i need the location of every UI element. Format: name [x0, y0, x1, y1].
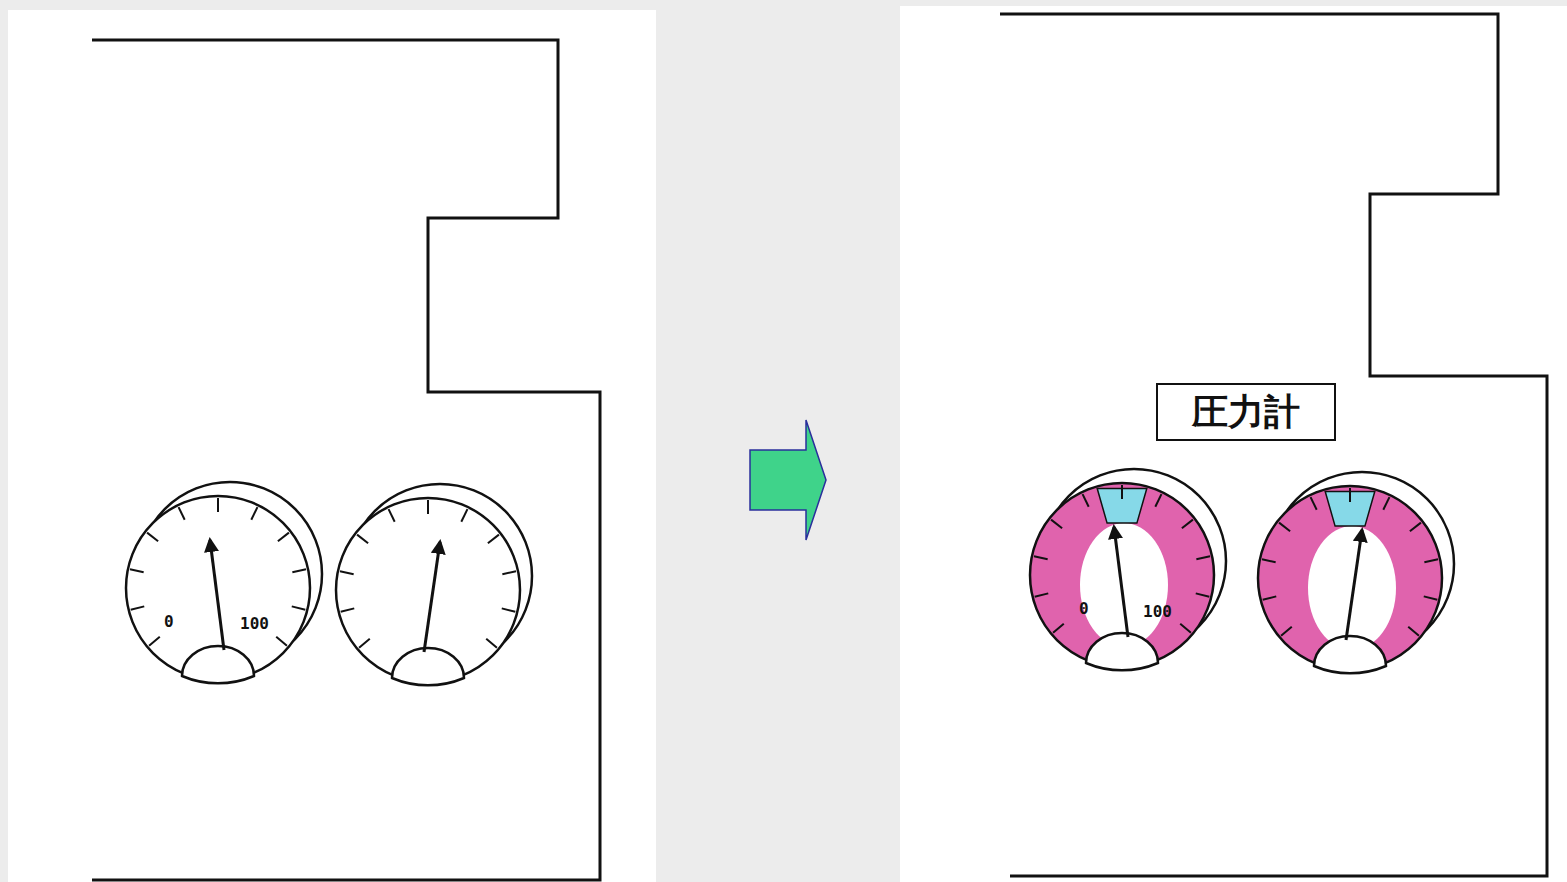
gauge-hub	[1086, 633, 1158, 670]
gauge-hub	[392, 648, 464, 685]
tick-mark	[147, 533, 158, 542]
panel-after	[900, 6, 1567, 882]
tick-mark	[1196, 556, 1210, 559]
tick-mark	[1035, 593, 1049, 596]
scale-number: 0	[1079, 601, 1089, 617]
tick-mark	[1182, 520, 1193, 529]
pressure-gauge	[126, 482, 322, 683]
tick-mark	[488, 535, 499, 544]
gauge-needle	[1346, 530, 1362, 640]
tick-mark	[1053, 624, 1064, 633]
transition-arrow	[750, 420, 826, 540]
panel-before	[8, 10, 656, 882]
scale-number: 100	[1143, 604, 1172, 620]
tick-mark	[389, 509, 395, 522]
scale-number: 0	[164, 614, 174, 630]
tick-mark	[131, 606, 145, 609]
scale-number: 100	[240, 616, 269, 632]
label-text: 圧力計	[1192, 388, 1300, 437]
tick-mark	[1180, 624, 1191, 633]
tick-mark	[1155, 494, 1161, 507]
tick-mark	[357, 535, 368, 544]
tick-mark	[1349, 488, 1351, 502]
gauge-center	[1080, 523, 1168, 647]
tick-mark	[292, 606, 306, 609]
tick-mark	[1121, 485, 1123, 499]
tick-mark	[1279, 523, 1290, 532]
gauge-needle	[424, 542, 440, 652]
gauge-hub	[182, 646, 254, 683]
tick-mark	[1383, 497, 1389, 510]
tick-mark	[1311, 497, 1317, 510]
tick-mark	[1410, 523, 1421, 532]
tick-mark	[1263, 596, 1277, 599]
gauge-needle	[1114, 527, 1128, 637]
tick-mark	[502, 571, 516, 574]
tick-mark	[276, 637, 287, 646]
tick-mark	[1408, 627, 1419, 636]
tick-mark	[1196, 593, 1210, 596]
panel-outline	[92, 40, 600, 880]
tick-mark	[340, 571, 354, 574]
tick-mark	[461, 509, 467, 522]
tick-mark	[359, 639, 370, 648]
tick-mark	[179, 507, 185, 520]
tick-mark	[1083, 494, 1089, 507]
gauge-needle	[210, 540, 224, 650]
tick-mark	[341, 608, 355, 611]
tick-mark	[292, 569, 306, 572]
pressure-gauge	[1258, 472, 1454, 673]
tick-mark	[217, 498, 219, 512]
pressure-gauge	[1030, 469, 1226, 670]
tick-mark	[427, 500, 429, 514]
tick-mark	[1281, 627, 1292, 636]
tick-mark	[251, 507, 257, 520]
gauge-center	[1308, 526, 1396, 650]
label-box: 圧力計	[1156, 383, 1336, 441]
tick-mark	[130, 569, 144, 572]
tick-mark	[502, 608, 516, 611]
panel-outline	[1000, 14, 1547, 876]
gauge-hub	[1314, 636, 1386, 673]
tick-mark	[278, 533, 289, 542]
tick-mark	[149, 637, 160, 646]
tick-mark	[1262, 559, 1276, 562]
tick-mark	[1424, 559, 1438, 562]
tick-mark	[1424, 596, 1438, 599]
tick-mark	[1051, 520, 1062, 529]
tick-mark	[486, 639, 497, 648]
tick-mark	[1034, 556, 1048, 559]
pressure-gauge	[336, 484, 532, 685]
